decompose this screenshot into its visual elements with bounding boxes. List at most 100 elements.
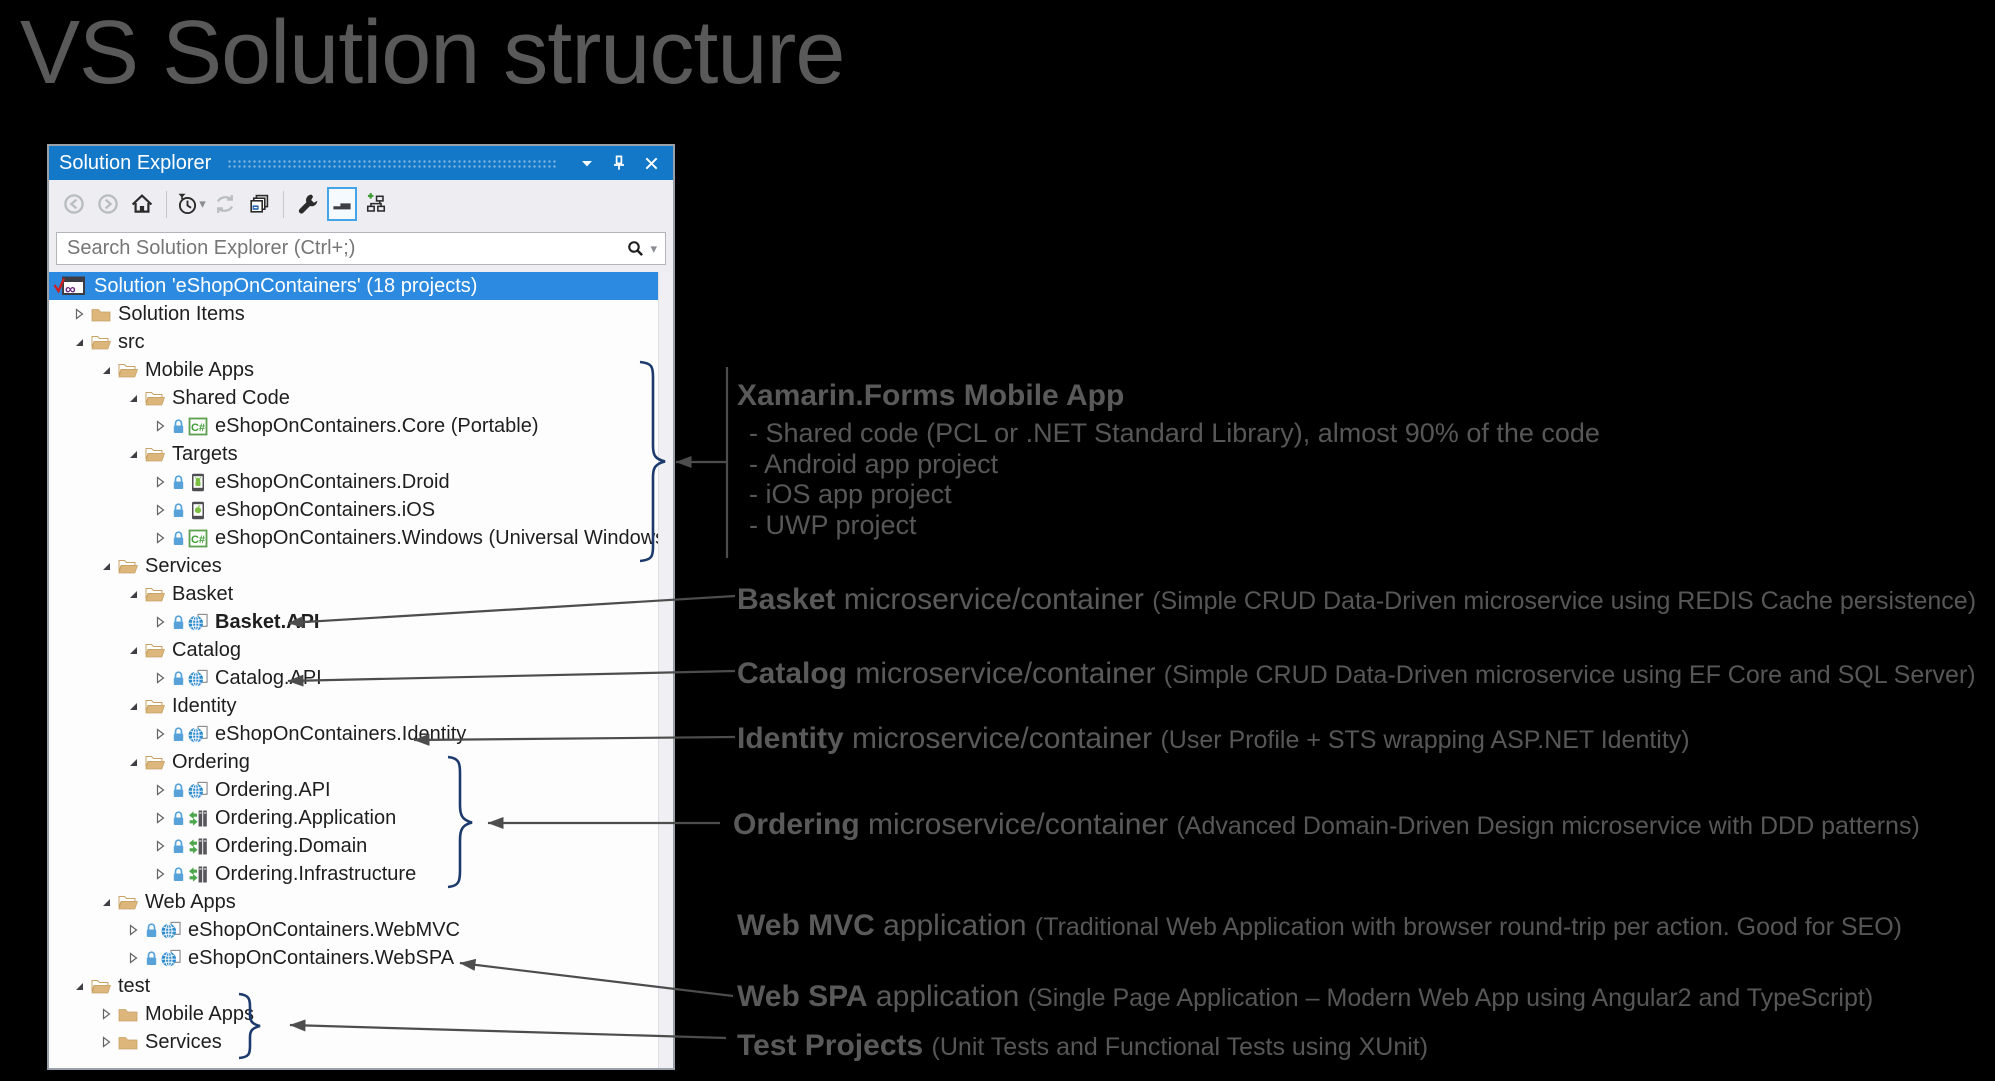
sync-with-active-document-button[interactable] [210, 187, 240, 221]
auto-hide-pin-button[interactable] [607, 151, 631, 175]
folder-open-icon [145, 445, 165, 464]
expander-expanded-icon[interactable] [98, 362, 114, 378]
folder-open-icon [145, 753, 165, 772]
solution-explorer-titlebar[interactable]: Solution Explorer [49, 146, 673, 180]
back-button[interactable] [59, 187, 89, 221]
tree-item[interactable]: Ordering.Application [49, 804, 658, 832]
expander-collapsed-icon[interactable] [152, 782, 168, 798]
expander-collapsed-icon[interactable] [98, 1006, 114, 1022]
tree-item[interactable]: Web Apps [49, 888, 658, 916]
tree-item[interactable]: Catalog [49, 636, 658, 664]
expander-collapsed-icon[interactable] [152, 810, 168, 826]
expander-collapsed-icon[interactable] [98, 1034, 114, 1050]
lock-icon [172, 474, 185, 491]
expander-expanded-icon[interactable] [125, 754, 141, 770]
tree-item[interactable]: Mobile Apps [49, 356, 658, 384]
expander-collapsed-icon[interactable] [152, 474, 168, 490]
expander-expanded-icon[interactable] [125, 642, 141, 658]
pending-changes-filter-button[interactable]: ▾ [176, 187, 206, 221]
add-new-graph-button[interactable] [361, 187, 391, 221]
home-button[interactable] [127, 187, 157, 221]
expander-collapsed-icon[interactable] [152, 502, 168, 518]
expander-collapsed-icon[interactable] [152, 866, 168, 882]
collapse-all-button[interactable] [244, 187, 274, 221]
lock-icon [145, 922, 158, 939]
expander-expanded-icon[interactable] [98, 558, 114, 574]
search-icon[interactable] [627, 240, 644, 257]
tree-item-label: Mobile Apps [145, 358, 254, 381]
annotation-xamarin: Xamarin.Forms Mobile App - Shared code (… [737, 379, 1600, 540]
folder-open-icon [118, 557, 138, 576]
expander-collapsed-icon[interactable] [125, 922, 141, 938]
lock-icon [145, 950, 158, 967]
expander-expanded-icon[interactable] [125, 586, 141, 602]
tree-item[interactable]: Ordering.API [49, 776, 658, 804]
annotation-catalog: Catalog microservice/container (Simple C… [737, 657, 1976, 690]
tree-item[interactable]: eShopOnContainers.Droid [49, 468, 658, 496]
expander-expanded-icon[interactable] [71, 334, 87, 350]
expander-expanded-icon[interactable] [71, 978, 87, 994]
expander-collapsed-icon[interactable] [152, 614, 168, 630]
tree-item[interactable]: Ordering.Infrastructure [49, 860, 658, 888]
expander-collapsed-icon[interactable] [152, 418, 168, 434]
expander-collapsed-icon[interactable] [125, 950, 141, 966]
tree-item[interactable]: test [49, 972, 658, 1000]
tree-item[interactable]: eShopOnContainers.WebMVC [49, 916, 658, 944]
tree-item[interactable]: Services [49, 552, 658, 580]
annotation-webspa: Web SPA application (Single Page Applica… [737, 980, 1874, 1013]
search-input[interactable] [57, 237, 628, 260]
expander-expanded-icon[interactable] [125, 698, 141, 714]
classlib-project-icon [188, 865, 208, 884]
preview-selected-items-button[interactable] [327, 187, 357, 221]
tree-item[interactable]: Basket [49, 580, 658, 608]
lock-icon [172, 726, 185, 743]
tree-item[interactable]: eShopOnContainers.iOS [49, 496, 658, 524]
expander-expanded-icon[interactable] [125, 446, 141, 462]
tree-item[interactable]: Targets [49, 440, 658, 468]
tree-item-label: Identity [172, 694, 237, 717]
tree-item-label: Mobile Apps [145, 1002, 254, 1025]
tree-item[interactable]: eShopOnContainers.Core (Portable) [49, 412, 658, 440]
tree-item-label: eShopOnContainers.WebSPA [188, 946, 455, 969]
tree-item[interactable]: Mobile Apps [49, 1000, 658, 1028]
tree-item-label: Services [145, 1030, 222, 1053]
folder-closed-icon [91, 305, 111, 324]
tree-item-label: Basket [172, 582, 234, 605]
forward-button[interactable] [93, 187, 123, 221]
tree-item[interactable]: eShopOnContainers.Identity [49, 720, 658, 748]
window-position-button[interactable] [575, 151, 599, 175]
tree-item[interactable]: eShopOnContainers.WebSPA [49, 944, 658, 972]
close-button[interactable] [639, 151, 663, 175]
lock-icon [172, 530, 185, 547]
tree-item[interactable]: src [49, 328, 658, 356]
expander-collapsed-icon[interactable] [152, 726, 168, 742]
expander-collapsed-icon[interactable] [152, 530, 168, 546]
properties-button[interactable] [293, 187, 323, 221]
tree-item-label: eShopOnContainers.Droid [215, 470, 450, 493]
tree-item[interactable]: eShopOnContainers.Windows (Universal Win… [49, 524, 658, 552]
expander-collapsed-icon[interactable] [152, 670, 168, 686]
tree-item[interactable]: Identity [49, 692, 658, 720]
expander-expanded-icon[interactable] [125, 390, 141, 406]
android-project-icon [188, 473, 208, 492]
tree-item[interactable]: Solution 'eShopOnContainers' (18 project… [49, 272, 658, 300]
expander-collapsed-icon[interactable] [152, 838, 168, 854]
expander-collapsed-icon[interactable] [71, 306, 87, 322]
expander-expanded-icon[interactable] [98, 894, 114, 910]
web-project-icon [161, 949, 181, 968]
tree-item-label: Basket.API [215, 610, 320, 633]
search-area: ▾ [49, 228, 673, 272]
tree-item[interactable]: Catalog.API [49, 664, 658, 692]
lock-icon [172, 782, 185, 799]
tree-item[interactable]: Solution Items [49, 300, 658, 328]
search-box[interactable]: ▾ [56, 232, 666, 265]
search-options-chevron-icon[interactable]: ▾ [650, 240, 657, 256]
scrollbar[interactable] [658, 272, 673, 1068]
tree-item[interactable]: Shared Code [49, 384, 658, 412]
tree-item[interactable]: Services [49, 1028, 658, 1056]
lock-icon [172, 670, 185, 687]
tree-item[interactable]: Basket.API [49, 608, 658, 636]
panel-title: Solution Explorer [59, 151, 212, 174]
tree-item[interactable]: Ordering.Domain [49, 832, 658, 860]
tree-item[interactable]: Ordering [49, 748, 658, 776]
